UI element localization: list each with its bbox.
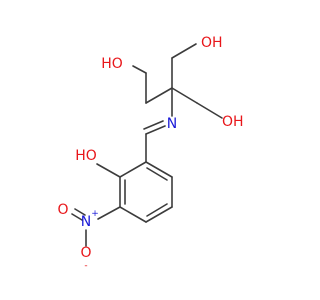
nitro-o-charge: - bbox=[84, 261, 87, 271]
bond-cq-ch2-right bbox=[171, 87, 198, 104]
atom-label-phenol-ho: HO bbox=[75, 148, 97, 164]
ring-bond-4-inner bbox=[146, 203, 168, 217]
bond-ch2-left-ho bbox=[132, 65, 147, 74]
ring-bond-6-inner bbox=[146, 167, 168, 181]
bond-ch2-right-oh bbox=[196, 102, 223, 119]
nitro-n-charge: + bbox=[91, 209, 99, 219]
ring-bond-4 bbox=[145, 206, 173, 223]
atom-label-oh-top: OH bbox=[201, 35, 223, 51]
molecule-structure: OH HO OH N HO N + O O - bbox=[57, 35, 244, 271]
bond-ring-oh bbox=[96, 163, 121, 178]
ring-bond-1 bbox=[119, 161, 147, 178]
atom-label-oh-right: OH bbox=[222, 114, 244, 130]
atom-label-imine-n: N bbox=[167, 116, 177, 132]
bond-ring-no2 bbox=[97, 206, 121, 220]
atom-label-nitro-o-top: O bbox=[57, 202, 68, 218]
atom-label-nitro-n: N bbox=[81, 214, 91, 230]
bond-n-ch-1 bbox=[145, 125, 166, 135]
atom-label-ho-left: HO bbox=[101, 56, 123, 72]
bond-n-o-top-1 bbox=[71, 213, 83, 221]
ring-bond-3 bbox=[119, 206, 147, 223]
bond-n-o-top-2 bbox=[74, 208, 86, 216]
bond-ch2-top-oh bbox=[171, 43, 197, 59]
bond-n-ch-2 bbox=[143, 120, 164, 130]
bond-cq-ch2-left bbox=[145, 87, 173, 104]
atom-label-nitro-o-bottom: O bbox=[80, 245, 91, 261]
ring-bond-6 bbox=[145, 161, 173, 178]
